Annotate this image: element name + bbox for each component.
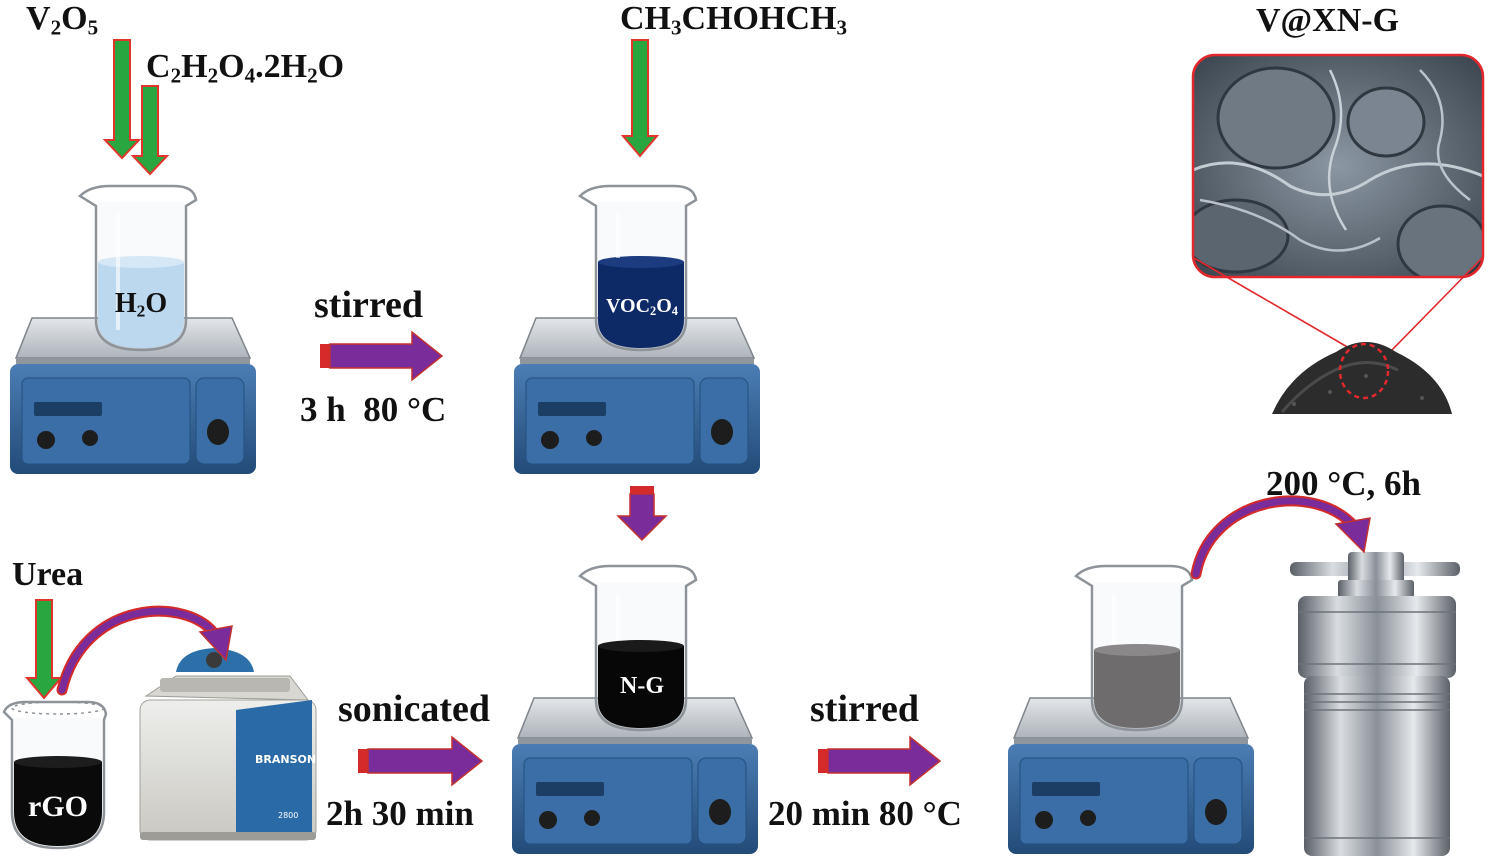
- beaker-mixture: [1074, 564, 1194, 732]
- curved-arrow-to-autoclave: [1190, 495, 1371, 580]
- step4-condition: 200 °C, 6h: [1266, 464, 1421, 503]
- arrow-down-step: [616, 486, 668, 542]
- autoclave: [1290, 552, 1460, 856]
- step3-action: stirred: [810, 688, 920, 730]
- reagent-urea: Urea: [12, 556, 84, 593]
- reagent-isopropanol: CH3CHOHCH3: [620, 0, 847, 40]
- reagent-oxalic-acid: C2H2O4.2H2O: [146, 48, 345, 88]
- sonicator: BRANSON 2800: [139, 648, 317, 841]
- arrow-right-step2: [358, 735, 484, 787]
- step3-condition: 20 min 80 °C: [768, 794, 962, 833]
- sem-image: [1191, 53, 1485, 353]
- beaker-label-ng: N-G: [620, 673, 664, 699]
- step1-action: stirred: [314, 284, 424, 326]
- beaker-ng: [578, 564, 698, 732]
- reagent-v2o5: V2O5: [26, 0, 99, 40]
- beaker-label-rgo: rGO: [28, 790, 88, 823]
- arrow-down-isopropanol: [620, 39, 660, 158]
- step2-action: sonicated: [338, 688, 490, 730]
- arrow-down-oxalic: [130, 85, 170, 176]
- beaker-label-water: H2O: [114, 288, 168, 321]
- beaker-water: [78, 184, 198, 352]
- arrow-down-urea: [24, 599, 64, 700]
- step1-condition: 3 h 80 °C: [300, 390, 447, 429]
- sonicator-brand: BRANSON: [255, 753, 316, 766]
- curved-arrow-rgo-to-sonicator: [56, 605, 233, 696]
- powder-pile: [1272, 342, 1452, 414]
- step2-condition: 2h 30 min: [326, 794, 474, 833]
- beaker-label-voc2o4: VOC2O4: [605, 295, 678, 319]
- arrow-right-step1: [320, 330, 444, 382]
- beaker-rgo: [2, 700, 108, 850]
- sonicator-model: 2800: [278, 811, 298, 820]
- arrow-right-step3: [818, 735, 942, 787]
- arrow-down-v2o5: [102, 39, 142, 160]
- beaker-voc2o4: [578, 184, 698, 352]
- hotplate-1: [10, 317, 256, 474]
- product-name: V@XN-G: [1256, 2, 1400, 39]
